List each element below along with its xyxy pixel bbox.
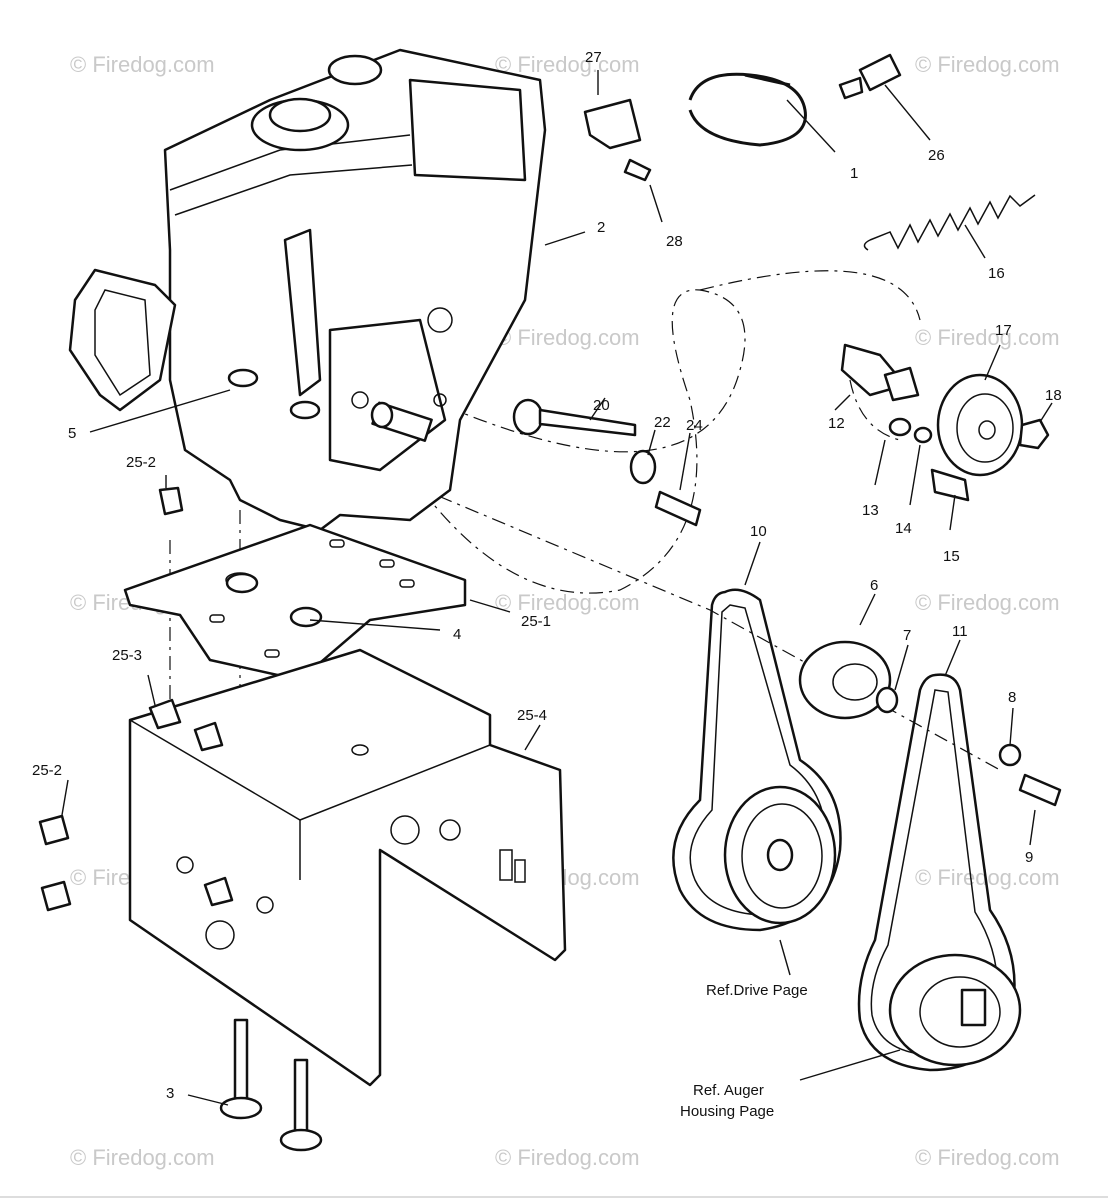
bolt-15 bbox=[930, 468, 970, 502]
bolt-3a bbox=[233, 1018, 249, 1102]
lock-washer-4b bbox=[289, 606, 323, 628]
washer-8 bbox=[998, 743, 1022, 767]
bolt-25-3b bbox=[193, 721, 224, 752]
callout-12: 12 bbox=[828, 415, 845, 432]
callout-4: 4 bbox=[453, 626, 461, 643]
bolt-20-head bbox=[512, 398, 544, 436]
callout-8: 8 bbox=[1008, 689, 1016, 706]
nut-18 bbox=[1018, 418, 1050, 450]
callout-6: 6 bbox=[870, 577, 878, 594]
belt-10 bbox=[672, 588, 842, 932]
callout-25-3: 25-3 bbox=[112, 647, 142, 664]
cable-1 bbox=[688, 72, 807, 147]
watermark: © Firedog.com bbox=[70, 52, 215, 77]
watermark: © Firedog.com bbox=[915, 590, 1060, 615]
watermark: © Firedog.com bbox=[495, 325, 640, 350]
bolt-24 bbox=[654, 490, 702, 527]
leader-lines bbox=[61, 70, 1053, 1106]
ref-auger-line2: Housing Page bbox=[680, 1103, 774, 1120]
watermark: © Firedog.com bbox=[915, 52, 1060, 77]
watermark: © Firedog.com bbox=[495, 1145, 640, 1170]
callout-25-2-side: 25-2 bbox=[32, 762, 62, 779]
callout-18: 18 bbox=[1045, 387, 1062, 404]
hardware bbox=[38, 53, 1062, 1152]
callout-26: 26 bbox=[928, 147, 945, 164]
bolt-25-3 bbox=[148, 698, 182, 730]
watermark: © Firedog.com bbox=[915, 1145, 1060, 1170]
callout-27: 27 bbox=[585, 49, 602, 66]
lock-washer-4a bbox=[225, 572, 259, 594]
washer-7 bbox=[875, 686, 899, 714]
bolt-frame-mid bbox=[203, 876, 234, 907]
ref-auger-line1: Ref. Auger bbox=[693, 1082, 764, 1099]
washer-14 bbox=[913, 426, 933, 444]
callout-10: 10 bbox=[750, 523, 767, 540]
bolt-25-2-side bbox=[38, 814, 70, 846]
bolt-20-shank bbox=[538, 408, 637, 437]
callout-17: 17 bbox=[995, 322, 1012, 339]
bolt-25-2-top bbox=[158, 486, 184, 516]
callout-13: 13 bbox=[862, 502, 879, 519]
callout-25-2-top: 25-2 bbox=[126, 454, 156, 471]
callout-22: 22 bbox=[654, 414, 671, 431]
callout-9: 9 bbox=[1025, 849, 1033, 866]
belt-11 bbox=[857, 673, 1022, 1072]
callout-1: 1 bbox=[850, 165, 858, 182]
bolt-3b bbox=[293, 1058, 309, 1137]
callout-3: 3 bbox=[166, 1085, 174, 1102]
callout-20: 20 bbox=[593, 397, 610, 414]
ref-drive-page: Ref.Drive Page bbox=[706, 982, 808, 999]
watermark: © Firedog.com bbox=[915, 325, 1060, 350]
bolt-frame-left bbox=[40, 880, 72, 912]
callout-7: 7 bbox=[903, 627, 911, 644]
callout-15: 15 bbox=[943, 548, 960, 565]
callout-11: 11 bbox=[952, 623, 968, 640]
callout-16: 16 bbox=[988, 265, 1005, 282]
frame bbox=[128, 648, 567, 1087]
watermark: © Firedog.com bbox=[70, 1145, 215, 1170]
watermark: © Firedog.com bbox=[495, 52, 640, 77]
callout-24: 24 bbox=[686, 417, 703, 434]
pulley-6 bbox=[798, 640, 892, 720]
reference-notes: Ref.Drive Page Ref. Auger Housing Page bbox=[680, 982, 808, 1120]
screw-28 bbox=[623, 158, 652, 182]
key-26 bbox=[858, 53, 902, 92]
callout-5: 5 bbox=[68, 425, 76, 442]
callout-14: 14 bbox=[895, 520, 912, 537]
callout-2: 2 bbox=[597, 219, 605, 236]
engine bbox=[68, 48, 547, 532]
watermark: © Firedog.com bbox=[495, 590, 640, 615]
bolt-9 bbox=[1018, 773, 1062, 807]
mounting-plate bbox=[123, 523, 467, 682]
clamp-27 bbox=[583, 98, 642, 150]
callout-28: 28 bbox=[666, 233, 683, 250]
callout-25-1: 25-1 bbox=[521, 613, 551, 630]
washer-13 bbox=[888, 417, 912, 437]
spring-16 bbox=[863, 194, 1036, 251]
callout-25-4: 25-4 bbox=[517, 707, 547, 724]
callout-labels: 1 2 3 4 5 6 7 8 9 10 11 12 13 14 15 16 1… bbox=[32, 49, 1062, 1102]
washer-22 bbox=[629, 449, 657, 485]
